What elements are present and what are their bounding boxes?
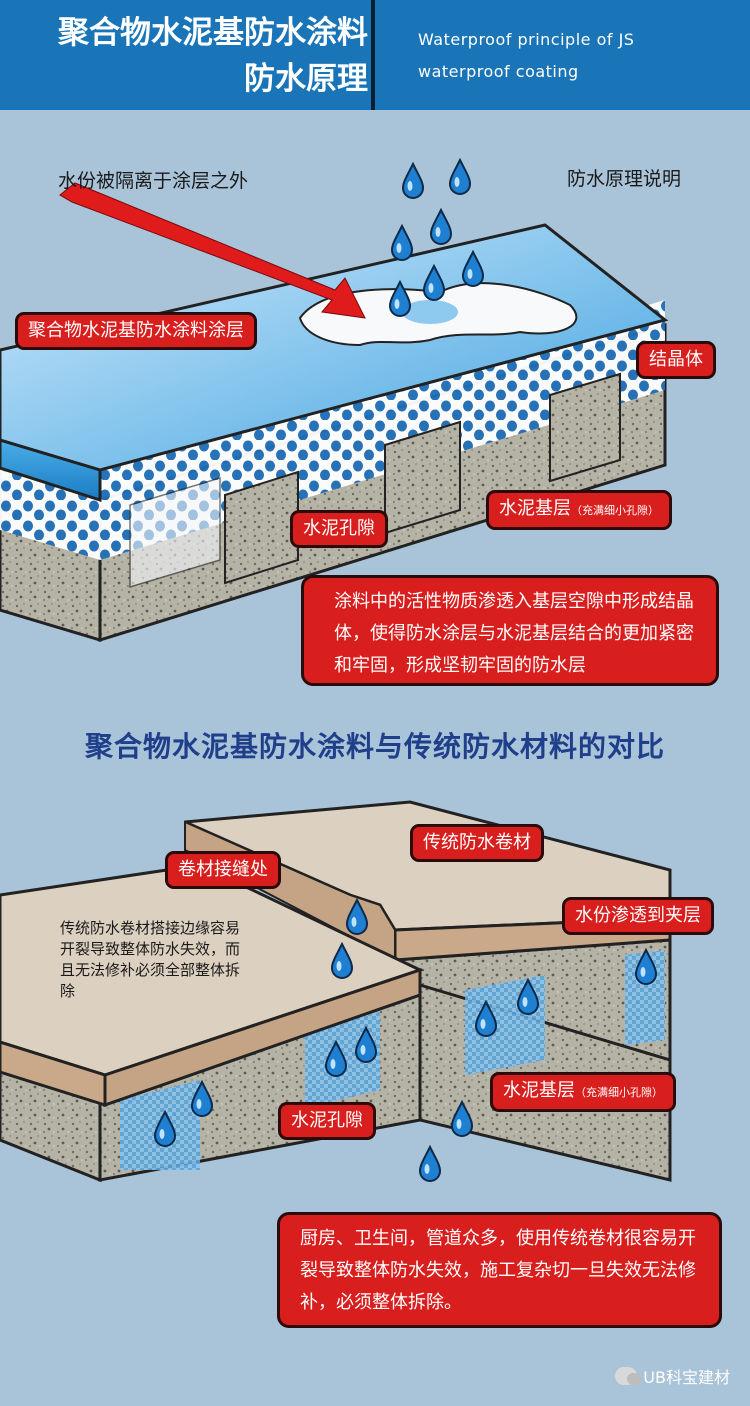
- roll-label: 传统防水卷材: [410, 824, 544, 862]
- description-1: 涂料中的活性物质渗透入基层空隙中形成结晶体，使得防水涂层与水泥基层结合的更加紧密…: [301, 575, 719, 686]
- header-divider: [371, 0, 375, 110]
- seep-label: 水份渗透到夹层: [562, 897, 714, 935]
- base-label-2: 水泥基层（充满细小孔隙）: [490, 1072, 676, 1112]
- english-title-line-2: waterproof coating: [418, 62, 579, 81]
- page-title: 聚合物水泥基防水涂料 防水原理: [58, 10, 368, 102]
- base-label-1-note: （充满细小孔隙）: [571, 504, 659, 517]
- arrow-caption: 水份被隔离于涂层之外: [58, 170, 249, 192]
- base-label-1: 水泥基层（充满细小孔隙）: [486, 490, 672, 530]
- red-arrow: [59, 182, 366, 319]
- wechat-icon: [615, 1367, 642, 1385]
- watermark: UB科宝建材: [615, 1364, 730, 1388]
- principle-heading: 防水原理说明: [567, 168, 682, 190]
- coating-front: [0, 438, 102, 503]
- title-line-2: 防水原理: [244, 61, 368, 97]
- english-title: Waterproof principle of JS waterproof co…: [418, 24, 718, 88]
- title-line-1: 聚合物水泥基防水涂料: [58, 15, 368, 51]
- comparison-title: 聚合物水泥基防水涂料与传统防水材料的对比: [84, 730, 665, 763]
- crystal-label: 结晶体: [636, 341, 716, 379]
- header-banner: 聚合物水泥基防水涂料 防水原理 Waterproof principle of …: [0, 0, 750, 110]
- pore-label-1: 水泥孔隙: [290, 510, 388, 548]
- pore-label-2: 水泥孔隙: [278, 1102, 376, 1140]
- base-label-2-note: （充满细小孔隙）: [575, 1086, 663, 1099]
- seam-label: 卷材接缝处: [165, 851, 281, 889]
- coating-label: 聚合物水泥基防水涂料涂层: [15, 312, 257, 350]
- description-2: 厨房、卫生间，管道众多，使用传统卷材很容易开裂导致整体防水失效，施工复杂切一旦失…: [277, 1212, 722, 1328]
- english-title-line-1: Waterproof principle of JS: [418, 30, 635, 49]
- base-label-2-text: 水泥基层: [503, 1080, 575, 1101]
- roll-note: 传统防水卷材搭接边缘容易开裂导致整体防水失效，而且无法修补必须全部整体拆除: [60, 919, 241, 1000]
- base-label-1-text: 水泥基层: [499, 498, 571, 519]
- watermark-text: UB科宝建材: [643, 1368, 730, 1387]
